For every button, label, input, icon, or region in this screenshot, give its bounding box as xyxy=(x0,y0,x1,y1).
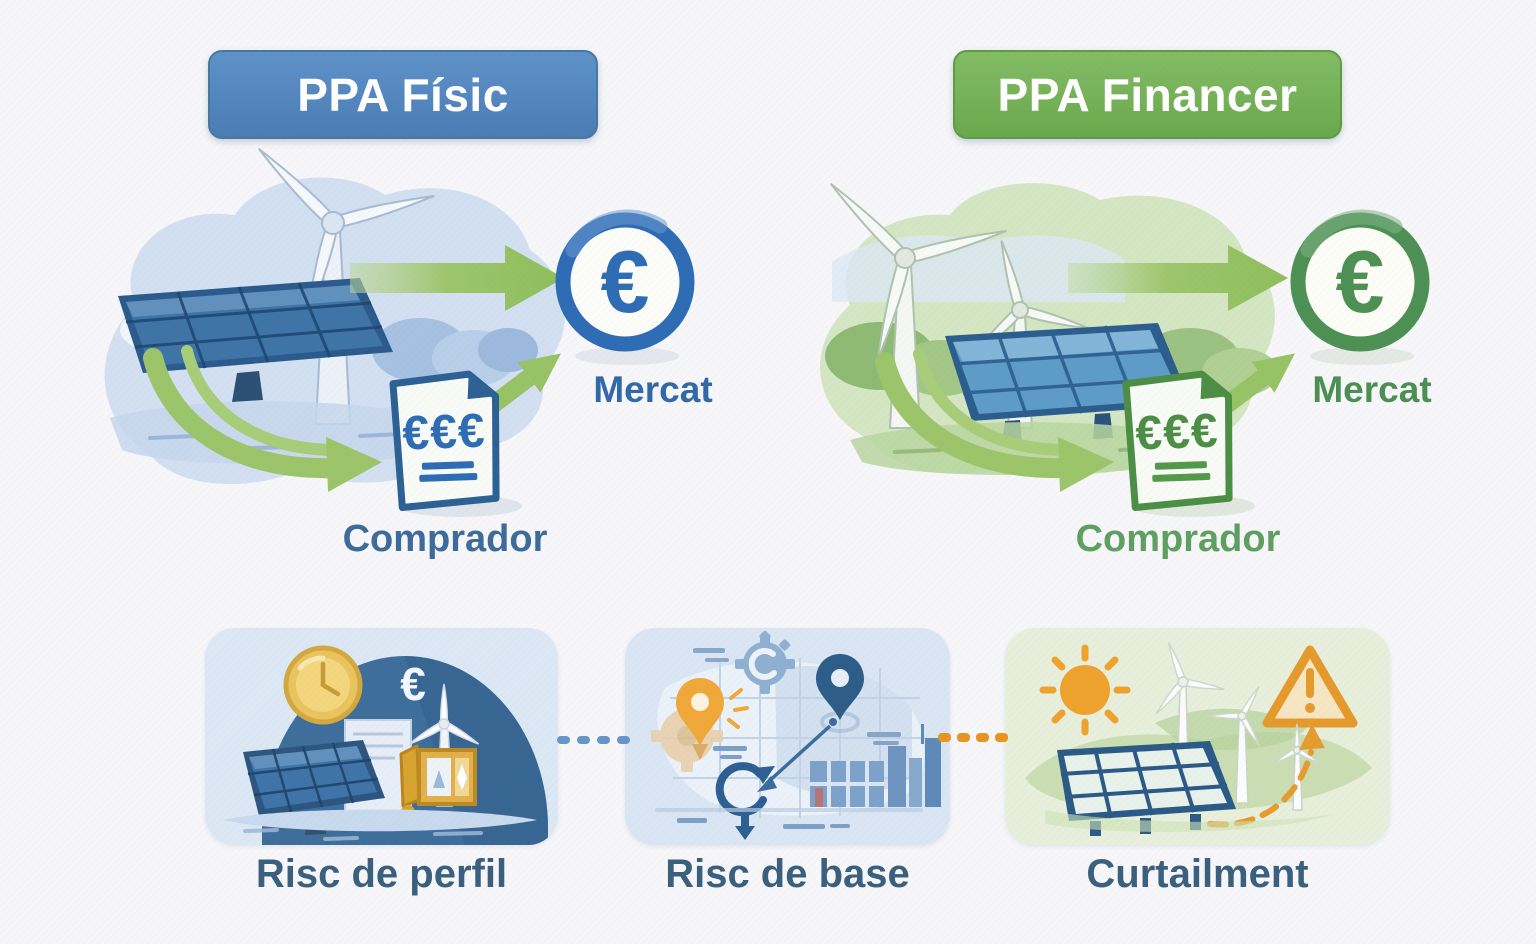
clock-coin-icon xyxy=(283,645,363,725)
physical-ppa-title-badge: PPA Físic xyxy=(208,50,598,139)
delivery-cart-icon xyxy=(399,744,477,819)
risk-card-profile xyxy=(205,628,558,845)
city-blocks-icon xyxy=(810,724,941,807)
invoice-amount-physical: €€€ xyxy=(401,404,487,460)
euro-symbol-icon: € xyxy=(400,658,426,710)
euro-symbol-financial: € xyxy=(1335,232,1385,331)
arrow-to-market-icon xyxy=(1068,245,1288,311)
buyer-label-physical: Comprador xyxy=(342,518,548,560)
market-euro-coin-financial xyxy=(1290,209,1430,365)
risk-card-basis xyxy=(625,628,950,845)
arrow-to-market-icon xyxy=(350,245,564,311)
map-annotation xyxy=(693,648,729,662)
sun-icon xyxy=(1039,644,1131,736)
market-label-physical: Mercat xyxy=(593,369,713,410)
arrow-to-buyer-icon xyxy=(143,345,382,492)
physical-flow-arrows xyxy=(143,245,564,492)
curtailment-illustration xyxy=(1025,642,1372,836)
map-annotation xyxy=(713,746,747,759)
warning-icon xyxy=(1262,645,1358,728)
map-pin-origin-icon xyxy=(676,678,749,760)
risk-label-profile: Risc de perfil xyxy=(255,852,508,896)
invoice-amount-financial: €€€ xyxy=(1134,404,1220,460)
arrow-to-buyer-icon xyxy=(875,348,1114,492)
market-label-financial: Mercat xyxy=(1312,369,1432,410)
map-annotation xyxy=(677,818,850,829)
risk-label-curtailment: Curtailment xyxy=(1086,852,1309,896)
gear-icon xyxy=(735,630,795,694)
connector-basis-to-curtailment xyxy=(938,733,1008,742)
euro-symbol-physical: € xyxy=(600,232,650,331)
map-pin-destination-icon xyxy=(816,654,901,745)
distance-line-icon xyxy=(757,718,837,792)
buyer-label-financial: Comprador xyxy=(1075,518,1281,560)
wind-turbine-icon xyxy=(1273,723,1321,811)
financial-flow-arrows xyxy=(875,245,1296,492)
risk-card-curtailment xyxy=(1005,628,1390,845)
wind-turbine-icon xyxy=(1207,686,1260,804)
financial-ppa-title-badge: PPA Financer xyxy=(953,50,1342,139)
basis-risk-illustration xyxy=(651,630,941,840)
market-euro-coin-physical xyxy=(555,209,695,365)
contract-invoice-physical xyxy=(389,370,522,517)
bush-icon xyxy=(478,328,538,372)
contract-invoice-financial xyxy=(1122,370,1255,517)
solar-panel-icon xyxy=(243,740,385,835)
financial-ppa-title: PPA Financer xyxy=(997,68,1298,121)
profile-risk-illustration xyxy=(223,645,548,845)
connector-profile-to-basis xyxy=(557,736,630,744)
risk-label-basis: Risc de base xyxy=(665,852,910,896)
physical-ppa-title: PPA Físic xyxy=(297,68,509,121)
